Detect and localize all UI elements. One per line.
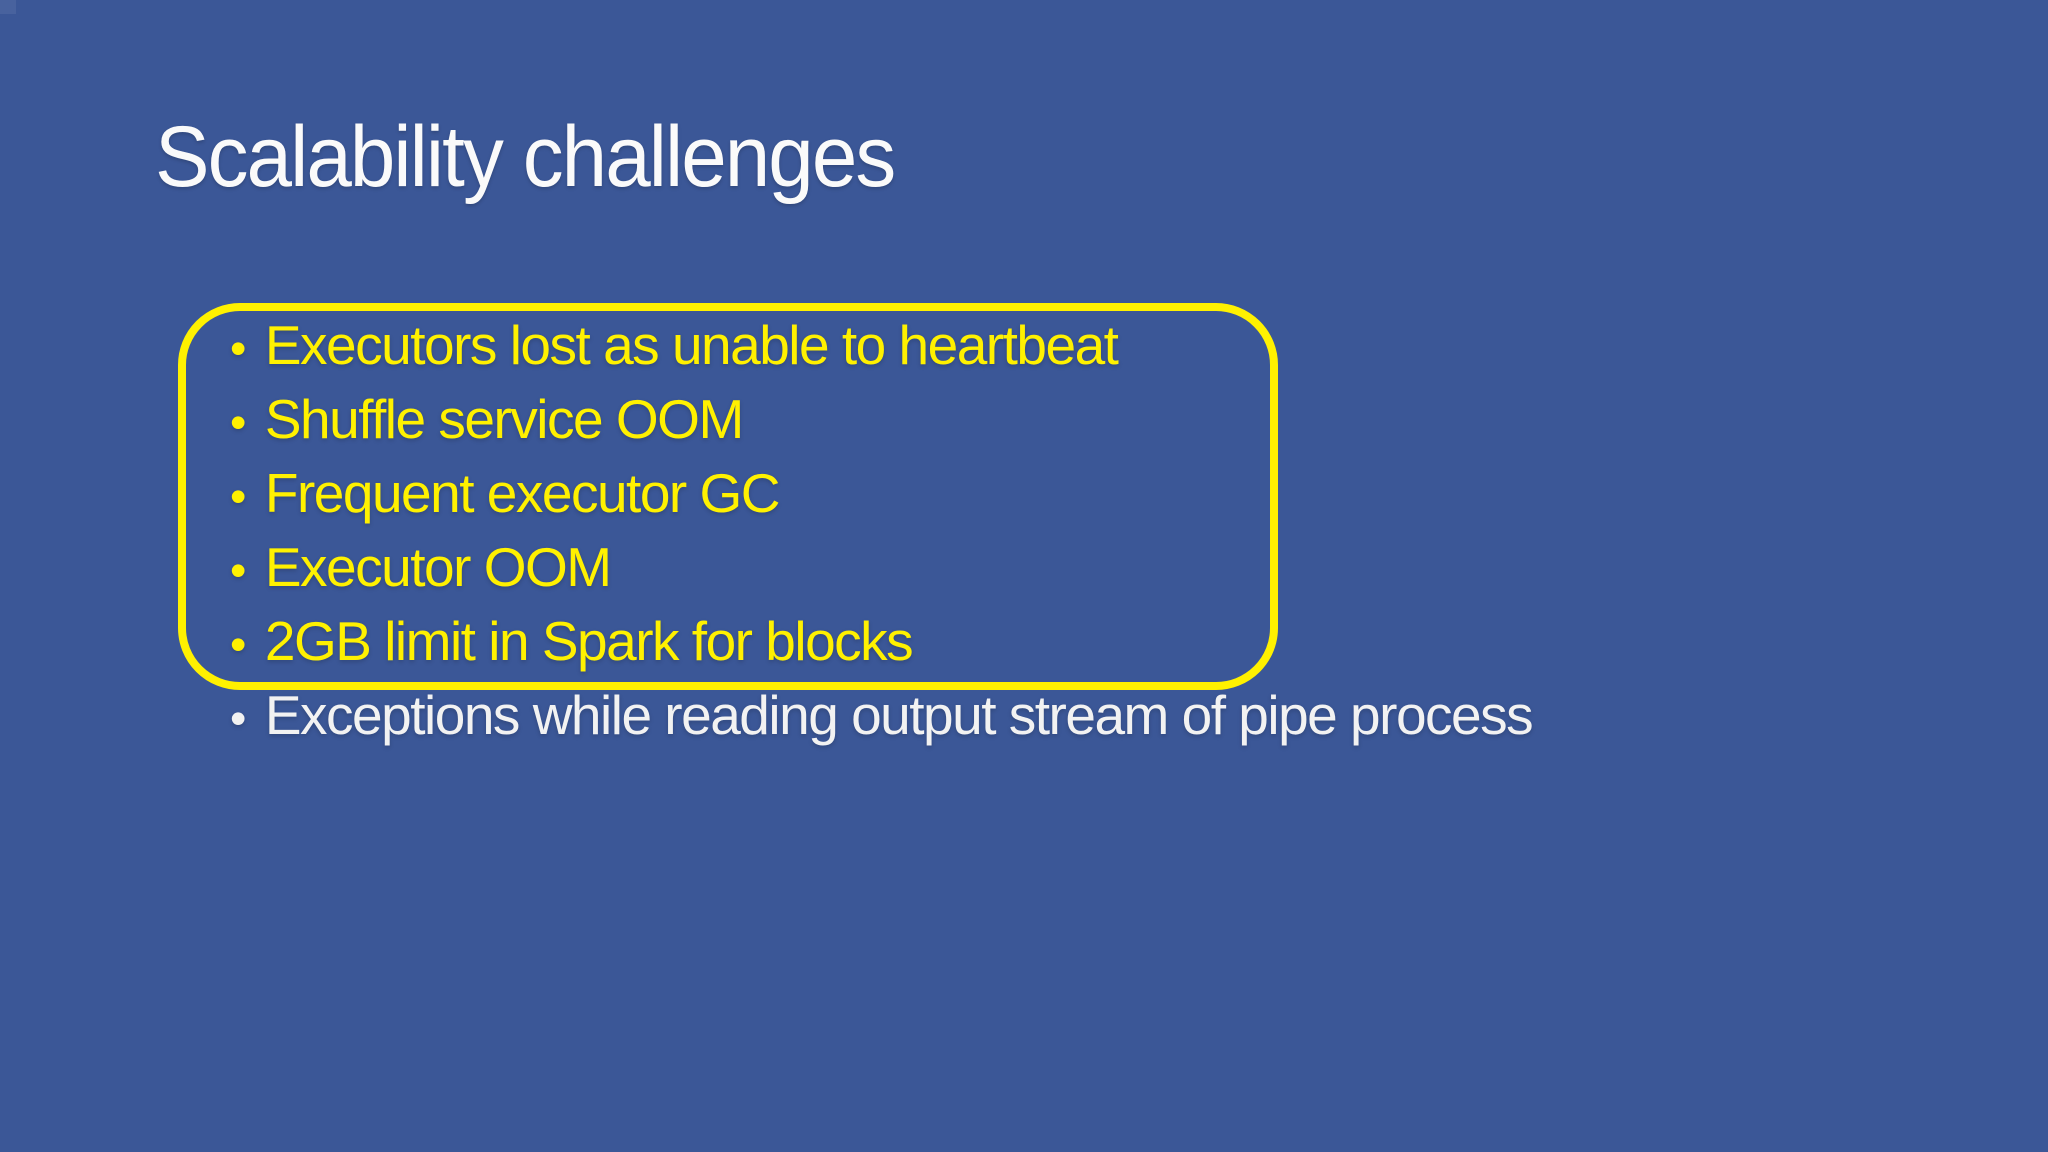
- bullet-list: • Executors lost as unable to heartbeat …: [230, 308, 1534, 752]
- bullet-icon: •: [230, 618, 246, 670]
- bullet-text: Exceptions while reading output stream o…: [264, 684, 1534, 746]
- bullet-text: Executors lost as unable to heartbeat: [264, 314, 1119, 376]
- bullet-icon: •: [230, 470, 246, 522]
- bullet-icon: •: [230, 692, 246, 744]
- bullet-text: Frequent executor GC: [264, 462, 781, 524]
- corner-artifact: [0, 0, 16, 14]
- bullet-text: Shuffle service OOM: [264, 388, 744, 450]
- bullet-item: • Executor OOM: [230, 530, 1532, 604]
- bullet-text: Executor OOM: [264, 536, 612, 598]
- bullet-text: 2GB limit in Spark for blocks: [264, 610, 914, 672]
- bullet-item: • Frequent executor GC: [230, 456, 1532, 530]
- bullet-item: • Shuffle service OOM: [230, 382, 1532, 456]
- bullet-item: • 2GB limit in Spark for blocks: [230, 604, 1532, 678]
- bullet-icon: •: [230, 396, 246, 448]
- highlight-box: [178, 303, 1278, 690]
- bullet-icon: •: [230, 544, 246, 596]
- slide-title: Scalability challenges: [155, 109, 896, 205]
- bullet-icon: •: [230, 322, 246, 374]
- bullet-item: • Exceptions while reading output stream…: [230, 678, 1534, 752]
- bullet-item: • Executors lost as unable to heartbeat: [230, 308, 1532, 382]
